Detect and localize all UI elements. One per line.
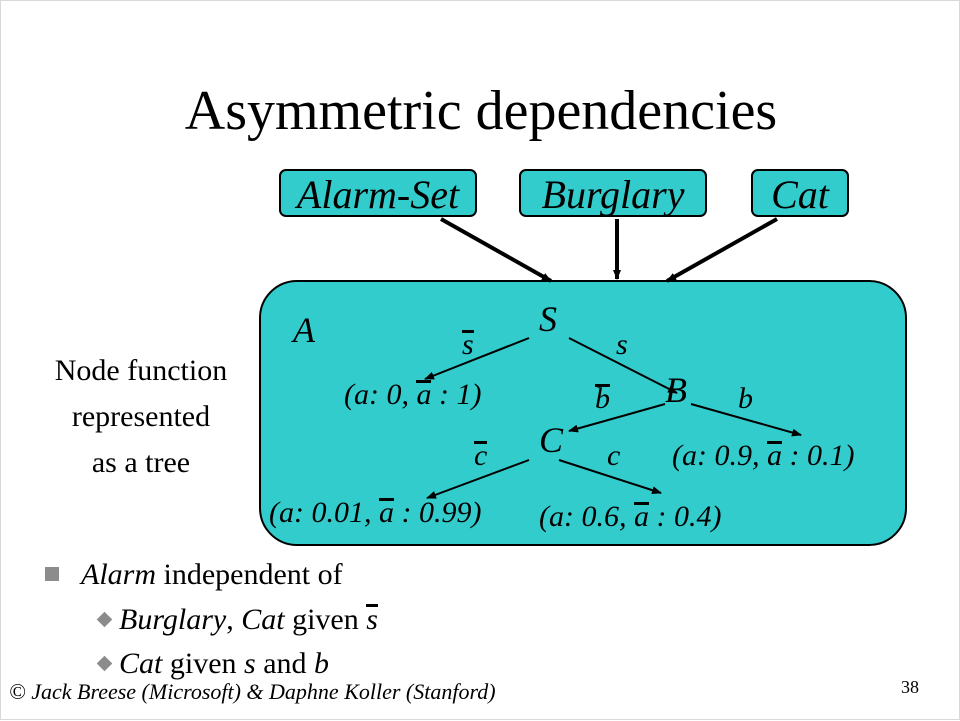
edge-c-leaf [558,459,662,495]
tree-node-s: S [539,299,557,339]
bullet-square-icon [45,567,59,581]
node-alarm-set: Alarm-Set [279,169,477,217]
node-burglary: Burglary [519,169,707,217]
node-function-panel [259,280,907,546]
leaf-b: (a: 0.9, a : 0.1) [672,439,855,472]
edge-label-c: c [607,439,621,472]
edge-c-cbar [426,459,530,499]
edge-cat-a [666,217,778,283]
tree-node-c: C [539,420,564,460]
panel-label-a: A [293,310,315,350]
bullet-sub-2: Cat given s and b [119,647,330,680]
side-note: Node function represented as a tree [54,354,228,479]
edge-label-c-bar: c [474,439,488,472]
page-number: 38 [901,677,919,697]
node-cat: Cat [751,169,849,217]
edge-b-leaf [690,403,802,437]
bullet-sub-1: Burglary, Cat given s [119,603,378,636]
edge-s-b [568,337,678,394]
edge-b-c [568,403,666,433]
edge-label-b: b [738,382,753,415]
edge-label-s-bar: s [462,328,474,361]
footer-credit: © Jack Breese (Microsoft) & Daphne Kolle… [9,679,496,704]
edge-alarmset-a [440,217,552,283]
slide-title: Asymmetric dependencies [184,80,778,142]
tree-node-b: B [665,370,687,410]
edge-s-sbar [424,337,530,380]
leaf-c-bar: (a: 0.01, a : 0.99) [269,496,482,529]
leaf-c: (a: 0.6, a : 0.4) [539,500,722,533]
edge-label-s: s [616,328,628,361]
edge-label-b-bar: b [595,382,610,415]
bullet-main: Alarm independent of [81,558,343,591]
leaf-s-bar: (a: 0, a : 1) [344,378,482,411]
